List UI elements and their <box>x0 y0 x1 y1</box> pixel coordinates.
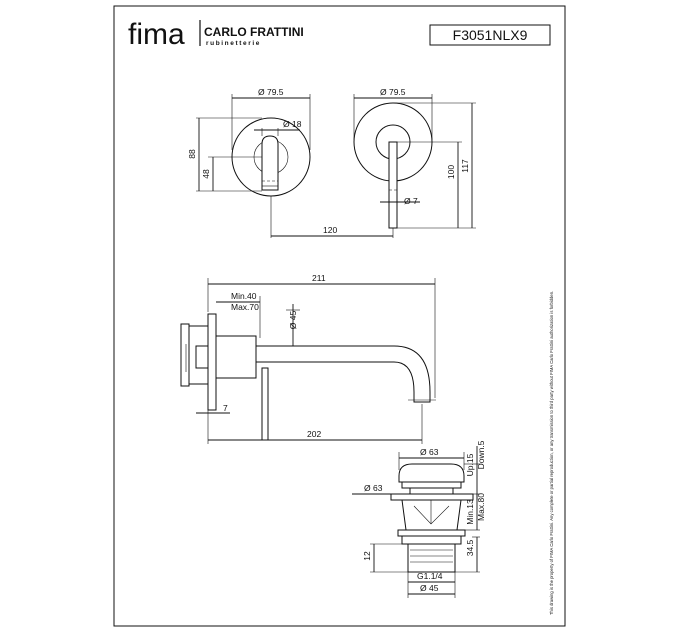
waste-dia-63-top: Ø 63 <box>420 447 439 457</box>
waste-min-13: Min.13 <box>465 499 475 525</box>
waste-dia-63-left: Ø 63 <box>364 483 383 493</box>
code-box <box>429 24 551 46</box>
waste-dia-45: Ø 45 <box>420 583 439 593</box>
waste-flange <box>390 493 474 501</box>
lever-dia-plate: Ø 79.5 <box>380 87 406 97</box>
front-height-48: 48 <box>201 169 211 179</box>
front-dia-spout: Ø 18 <box>283 119 302 129</box>
front-height-88: 88 <box>187 149 197 159</box>
side-length-211: 211 <box>312 273 326 283</box>
lever-handle <box>388 141 398 229</box>
side-max-70: Max.70 <box>231 302 259 312</box>
front-view: Ø 79.5 Ø 18 88 48 <box>187 87 311 238</box>
copyright-notice: This drawing is the property of FIMA Car… <box>549 291 554 615</box>
front-spout <box>261 135 279 191</box>
waste-up-15: Up.15 <box>465 453 475 476</box>
lever-height-100: 100 <box>446 165 456 179</box>
side-length-202: 202 <box>307 429 321 439</box>
maker-name: CARLO FRATTINI <box>204 25 304 39</box>
waste-cap <box>398 463 465 483</box>
side-lever <box>261 367 269 441</box>
sheet-frame <box>113 5 566 627</box>
waste-down-5: Down.5 <box>476 440 486 469</box>
side-view: 211 Min.40 Max.70 Ø 45 7 202 <box>180 273 436 444</box>
waste-height-34: 34.5 <box>465 539 475 556</box>
waste-body <box>401 499 462 531</box>
waste-thread <box>407 543 456 573</box>
lever-dia-lever: Ø 7 <box>404 196 418 206</box>
side-min-40: Min.40 <box>231 291 257 301</box>
side-wall-7: 7 <box>223 403 228 413</box>
waste-max-80: Max.80 <box>476 493 486 521</box>
front-spacing-120: 120 <box>323 225 337 235</box>
waste-height-12: 12 <box>362 551 372 561</box>
waste-thread-size: G1.1/4 <box>417 571 443 581</box>
title-block: fima CARLO FRATTINI rubinetterie F3051NL… <box>128 18 551 51</box>
waste-view: Ø 63 Ø 63 Up.15 Down.5 Min.13 Max.80 34.… <box>352 440 486 598</box>
side-spout <box>255 345 431 403</box>
maker-subtitle: rubinetterie <box>206 40 261 47</box>
product-code: F3051NLX9 <box>453 27 528 43</box>
lever-height-117: 117 <box>460 159 470 173</box>
front-dia-plate: Ø 79.5 <box>258 87 284 97</box>
brand-logo: fima <box>128 18 185 51</box>
side-dia-45: Ø 45 <box>288 311 298 330</box>
lever-view: Ø 79.5 Ø 7 100 117 <box>353 87 476 238</box>
side-wall-plate <box>207 313 217 411</box>
